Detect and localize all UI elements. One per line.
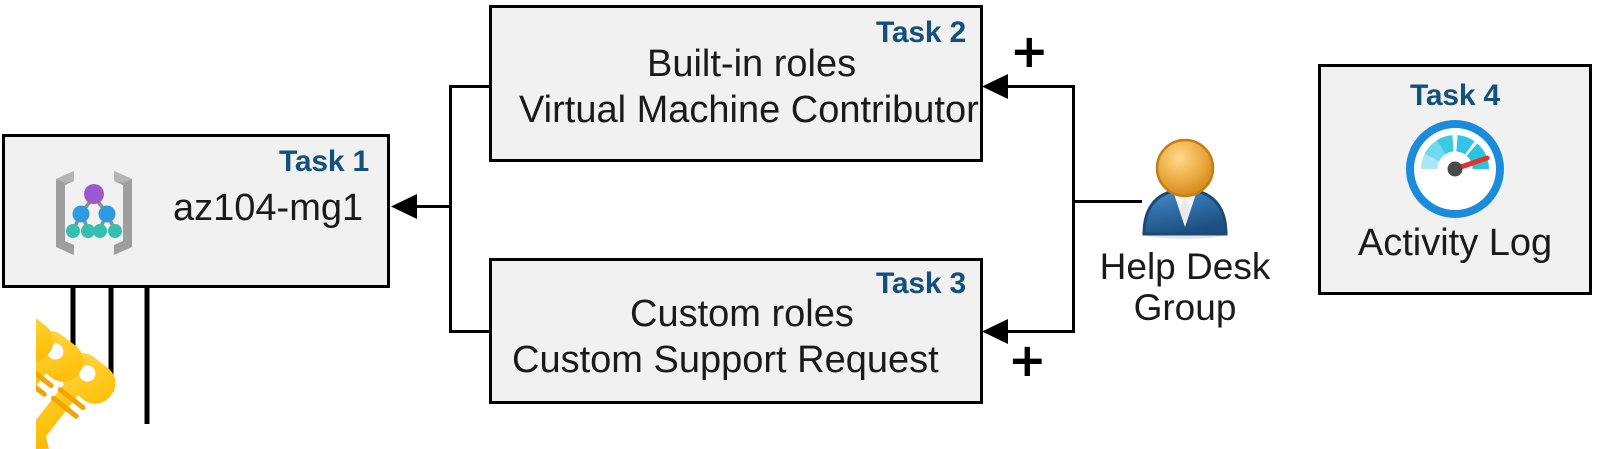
task-4-label: Task 4	[1410, 79, 1500, 112]
gauge-segment-2	[1456, 135, 1475, 155]
help-desk-caption-line-1: Help Desk	[1099, 246, 1271, 287]
plus-icon-bottom: +	[1008, 333, 1047, 387]
connector-task2-left-stub	[449, 85, 492, 88]
task-3-label: Task 3	[876, 267, 966, 300]
connector-left-trunk	[449, 85, 452, 333]
gauge-segment-4	[1424, 140, 1446, 162]
help-desk-caption-line-2: Group	[1133, 286, 1237, 328]
help-desk-caption: Help Desk Group	[1085, 246, 1285, 328]
task-1-label: Task 1	[279, 145, 369, 178]
task-4-box[interactable]: Task 4	[1318, 64, 1592, 295]
task-4-title: Activity Log	[1357, 222, 1553, 264]
connector-helpdesk-feed	[1072, 200, 1142, 203]
connector-task1-feed	[398, 205, 451, 208]
management-group-icon	[48, 165, 140, 265]
task-2-label: Task 2	[876, 16, 966, 49]
keys-icon	[0, 310, 166, 449]
user-group-icon	[1141, 138, 1229, 239]
help-desk-group[interactable]: Help Desk Group	[1085, 135, 1285, 328]
connector-task3-right-stub	[1000, 330, 1075, 333]
task-1-title: az104-mg1	[173, 187, 364, 229]
task-2-line-2: Virtual Machine Contributor	[519, 89, 979, 131]
gauge-icon	[1405, 119, 1505, 224]
connector-task3-left-stub	[449, 330, 492, 333]
gauge-hub	[1447, 161, 1463, 177]
task-3-line-1: Custom roles	[630, 293, 854, 335]
task-3-line-2: Custom Support Request	[512, 339, 939, 381]
task-2-line-1: Built-in roles	[647, 43, 857, 85]
gauge-segment-3	[1436, 135, 1454, 155]
task-3-box[interactable]: Task 3 Custom roles Custom Support Reque…	[489, 258, 983, 404]
connector-right-trunk	[1072, 85, 1075, 333]
task-2-box[interactable]: Task 2 Built-in roles Virtual Machine Co…	[489, 5, 983, 162]
gauge-segment-5	[1421, 154, 1440, 169]
task-1-box[interactable]: Task 1 az104-mg1	[2, 134, 390, 288]
key-3	[17, 353, 116, 449]
plus-icon-top: +	[1010, 24, 1049, 78]
connector-task2-right-stub	[1000, 85, 1075, 88]
